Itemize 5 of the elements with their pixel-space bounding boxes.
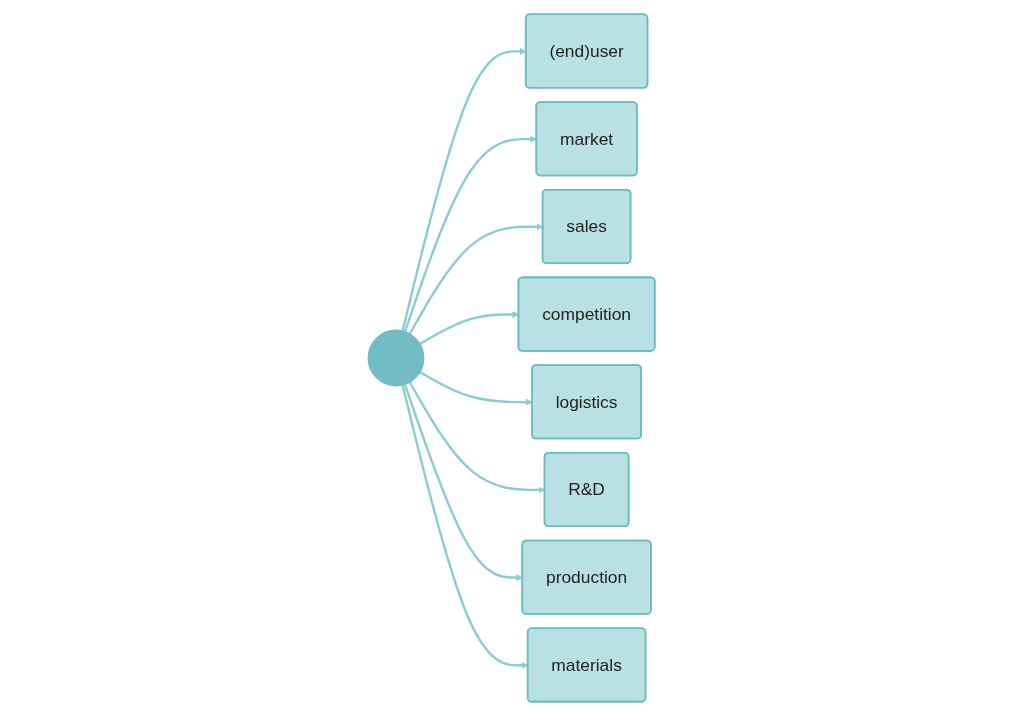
arrow (409, 222, 544, 335)
node-circle (368, 329, 425, 386)
arrow (409, 380, 546, 493)
arrow (401, 384, 529, 669)
arrow (401, 47, 527, 331)
